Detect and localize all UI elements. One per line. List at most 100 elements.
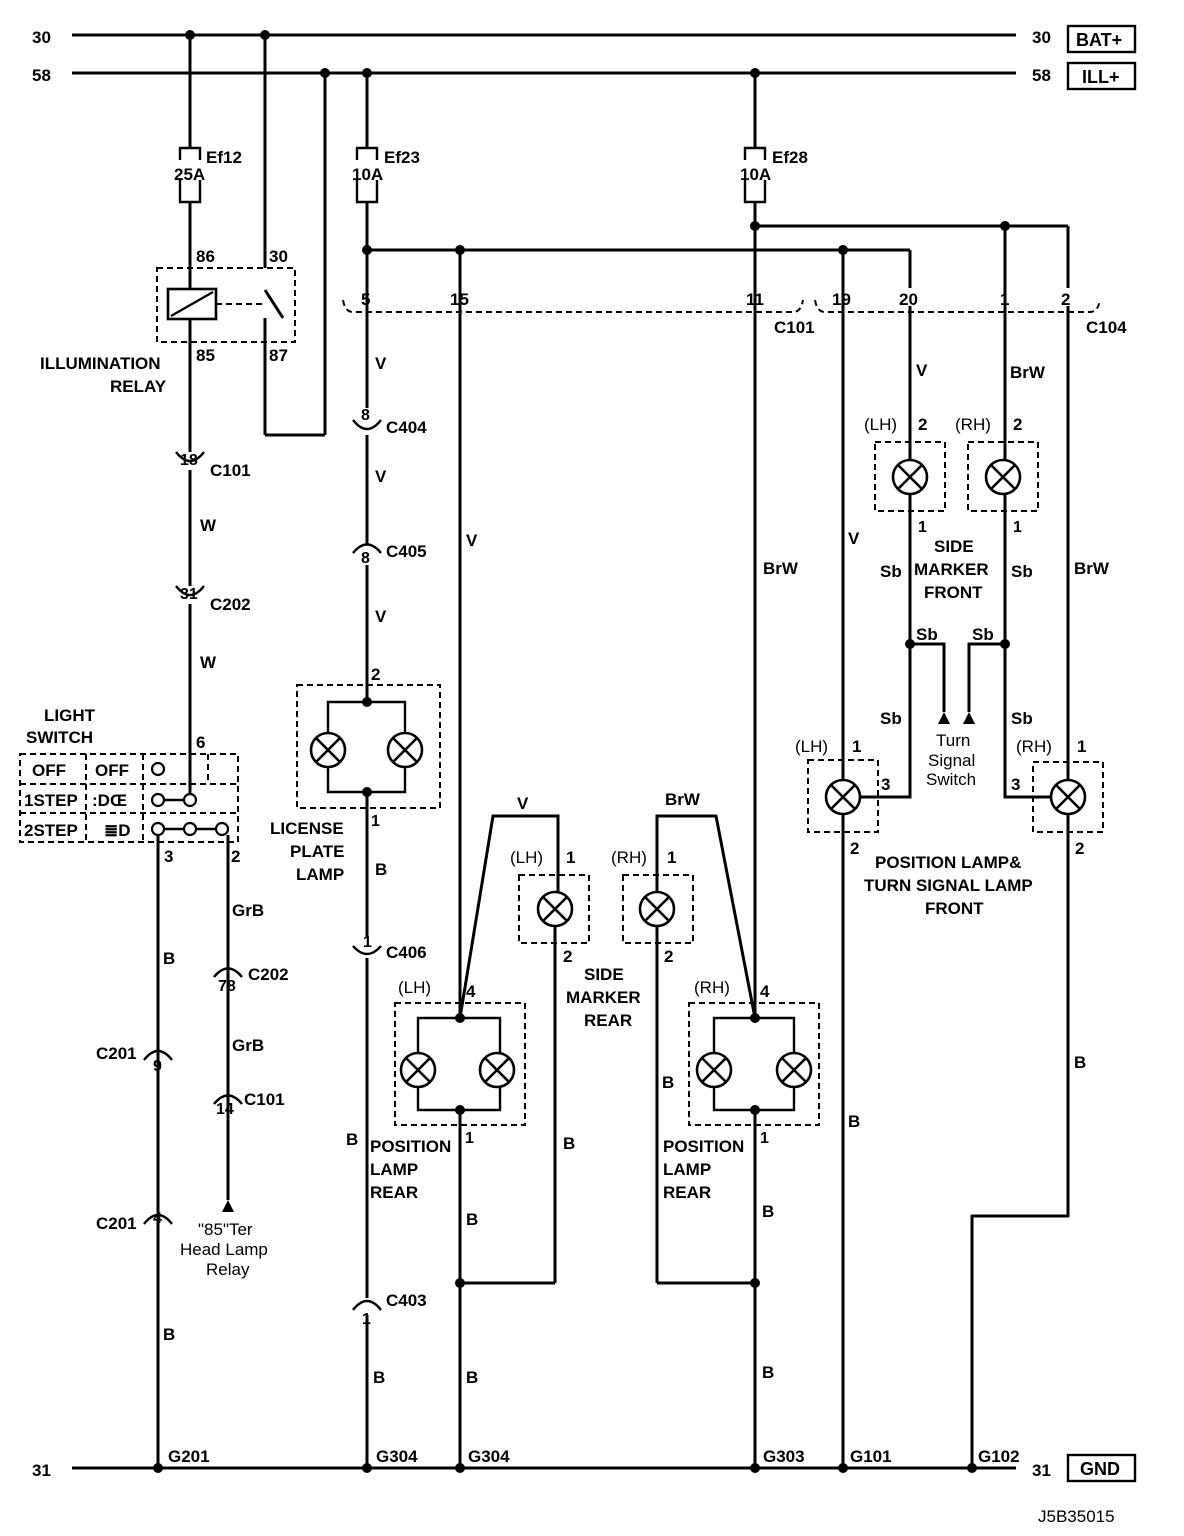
smr-lh-pin2: 2 xyxy=(563,947,572,966)
headlamp-relay-arrow xyxy=(222,1200,234,1212)
relay-to-switch-wire: 18 C101 W 31 C202 W xyxy=(175,342,251,755)
gnd-terminal-label: GND xyxy=(1080,1459,1120,1479)
smf-rh-pin2: 2 xyxy=(1013,415,1022,434)
license-plate-lamp: 2 1 LICENSE PLATE LAMP xyxy=(270,665,441,884)
wire-b-sw1: B xyxy=(163,949,175,968)
c104-pin2: 2 xyxy=(1061,290,1070,309)
wire-w-a: W xyxy=(200,516,217,535)
wire-b-prrh2: B xyxy=(762,1363,774,1382)
wire-b-lp1: B xyxy=(375,860,387,879)
c202-pin31: 31 xyxy=(180,586,198,603)
connector-c202-31 xyxy=(175,585,205,597)
turn-signal-arrow-lh xyxy=(938,712,950,724)
wire-v-rlh: V xyxy=(466,531,478,550)
wire-sb-smfrh1: Sb xyxy=(1011,562,1033,581)
license-plate-chain: V 8 C404 V 8 C405 V xyxy=(352,250,427,702)
connector-c101-18 xyxy=(175,451,205,463)
turn-signal-2: Signal xyxy=(928,751,975,770)
smr-title-3: REAR xyxy=(584,1011,632,1030)
ptf-rh-pin1: 1 xyxy=(1077,737,1086,756)
relay-pin87: 87 xyxy=(269,346,288,365)
light-switch-title-2: SWITCH xyxy=(26,728,93,747)
bat-terminal-box xyxy=(1066,24,1137,54)
wire-b-flh: B xyxy=(848,1112,860,1131)
prl-rh-label: (RH) xyxy=(694,978,730,997)
wire-sb-smfrh3: Sb xyxy=(1011,709,1033,728)
illumination-relay: 86 30 85 87 ILLUMINATION RELAY xyxy=(40,247,296,396)
fuse-ef12: Ef12 25A xyxy=(174,146,242,268)
relay-title-2: RELAY xyxy=(110,377,167,396)
connector-c101-14 xyxy=(213,1094,243,1105)
c202-label-b: C202 xyxy=(248,965,289,984)
c104-label: C104 xyxy=(1086,318,1127,337)
relay-pin86: 86 xyxy=(196,247,215,266)
prl-rh-title-3: REAR xyxy=(663,1183,711,1202)
c403-label: C403 xyxy=(386,1291,427,1310)
ptf-lh-bulb xyxy=(824,778,862,816)
position-turn-lamp-front-lh: (LH) 1 3 2 B G101 xyxy=(795,737,892,1473)
turn-signal-arrow-rh xyxy=(963,712,975,724)
c201-label-a: C201 xyxy=(96,1044,137,1063)
turn-signal-switch-label: Turn Signal Switch xyxy=(926,731,976,789)
ptf-lh-pin3: 3 xyxy=(881,775,890,794)
wire-sb-smflh3: Sb xyxy=(880,709,902,728)
side-marker-rear-rh: (RH) 1 2 B xyxy=(611,848,694,1283)
headlamp-relay-wire: GrB 78 C202 GrB 14 C101 "85"Ter Head Lam… xyxy=(180,901,289,1279)
fuse-ef28: Ef28 10A xyxy=(740,68,1070,288)
wire-b-smrrh: B xyxy=(662,1073,674,1092)
wire-v-lp1: V xyxy=(375,354,387,373)
ill-rail-num-left: 58 xyxy=(32,66,51,85)
license-ground-chain: B 1 C406 B 1 C403 B G304 xyxy=(346,792,427,1473)
headlamp-relay-1: "85"Ter xyxy=(198,1220,253,1239)
license-label-3: LAMP xyxy=(296,865,344,884)
wire-v-lp2: V xyxy=(375,467,387,486)
switch-pos-2step: 2STEP xyxy=(24,821,78,840)
ptf-title-2: TURN SIGNAL LAMP xyxy=(864,876,1033,895)
c405-pin8: 8 xyxy=(361,550,370,567)
fuse-ef28-rating: 10A xyxy=(740,165,771,184)
smf-title-1: SIDE xyxy=(934,537,974,556)
c406-label: C406 xyxy=(386,943,427,962)
wire-v-flh: V xyxy=(848,529,860,548)
switch-pos-off-sym: OFF xyxy=(95,761,129,780)
ptf-lh-pin1: 1 xyxy=(852,737,861,756)
ptf-lh-pin2: 2 xyxy=(850,839,859,858)
prl-lh-bulb-right xyxy=(478,1051,516,1089)
prl-lh-pin4: 4 xyxy=(466,982,476,1001)
connector-c101-row: 5 15 11 C101 xyxy=(342,290,815,337)
license-pin2: 2 xyxy=(371,665,380,684)
wire-b-smrlh: B xyxy=(563,1134,575,1153)
smf-lh-pin1: 1 xyxy=(918,519,927,536)
light-switch-pin2: 2 xyxy=(231,847,240,866)
switch-pos-off: OFF xyxy=(32,761,66,780)
smr-rh-label: (RH) xyxy=(611,848,647,867)
connector-c406-1 xyxy=(352,945,382,956)
position-front-title: POSITION LAMP& TURN SIGNAL LAMP FRONT xyxy=(864,853,1033,918)
c101-label-a: C101 xyxy=(210,461,251,480)
wire-brw-frh: BrW xyxy=(1074,559,1110,578)
switch-pos-1step: 1STEP xyxy=(24,791,78,810)
bat-rail-num-left: 30 xyxy=(32,28,51,47)
prl-lh-title-2: LAMP xyxy=(370,1160,418,1179)
ptf-rh-pin2: 2 xyxy=(1075,839,1084,858)
prl-lh-label: (LH) xyxy=(398,978,431,997)
wire-b-prlh1: B xyxy=(466,1210,478,1229)
side-marker-rear-rh-bulb xyxy=(638,890,676,928)
c201-pin9: 9 xyxy=(153,1058,162,1075)
c201-label-b: C201 xyxy=(96,1214,137,1233)
connector-c104-row: 19 20 1 2 C104 xyxy=(814,290,1127,337)
turn-signal-1: Turn xyxy=(936,731,970,750)
bat-rail-num-right: 30 xyxy=(1032,28,1051,47)
prl-lh-title-3: REAR xyxy=(370,1183,418,1202)
wire-v-rlh-marker: V xyxy=(517,794,529,813)
connector-c201-4 xyxy=(143,1213,173,1225)
ground-g101: G101 xyxy=(850,1447,892,1466)
license-bulb-right xyxy=(386,731,424,769)
headlamp-relay-2: Head Lamp xyxy=(180,1240,268,1259)
smr-lh-pin1: 1 xyxy=(566,848,575,867)
side-marker-front-lh: V (LH) 2 1 Sb Sb Sb xyxy=(860,306,950,799)
smr-rh-pin2: 2 xyxy=(664,947,673,966)
position-lamp-rear-lh: (LH) 4 1 POSITION LAMP REAR B B G304 xyxy=(370,978,555,1473)
ptf-rh-pin3: 3 xyxy=(1011,775,1020,794)
